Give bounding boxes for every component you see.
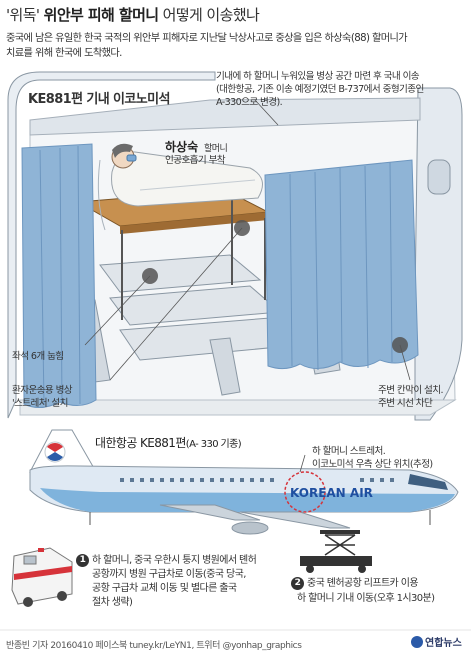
airplane <box>29 429 459 535</box>
step-2-line-2: 하 할머니 기내 이동(오후 1시30분) <box>297 593 435 604</box>
cabin-note-line-3: A-330으로 변경). <box>216 97 283 108</box>
cabin-wall-right <box>414 87 463 421</box>
plane-position-note-line-1: 하 할머니 스트레처. <box>312 446 386 457</box>
step-1-line-3: 공항 구급차 교체 이동 및 별다른 출국 <box>92 583 237 594</box>
plane-position-note: 하 할머니 스트레처. 이코노미석 우측 상단 위치(추정) <box>312 445 433 471</box>
patient-name: 하상숙 <box>165 140 199 154</box>
title-rest: 어떻게 이송했나 <box>162 6 260 24</box>
overhead-bins <box>29 97 421 136</box>
footer-credit: 반종빈 기자 20160410 페이스북 tuney.kr/LeYN1, 트위터… <box>6 641 302 651</box>
step-1-line-4: 절차 생략) <box>92 597 133 608</box>
ambulance-icon <box>11 547 73 607</box>
window <box>427 159 451 195</box>
page-title: '위독' 위안부 피해 할머니 어떻게 이송했나 <box>6 4 260 25</box>
patient-figure <box>97 143 263 231</box>
cabin-title: KE881편 기내 이코노미석 <box>28 92 170 107</box>
step-2-number: 2 <box>291 577 304 590</box>
patient-note: 할머니 <box>204 144 228 154</box>
yonhap-logo-icon <box>411 636 423 648</box>
cabin-floor <box>19 399 457 416</box>
cabin-note-line-1: 기내에 하 할머니 누워있을 병상 공간 마련 후 국내 이송 <box>216 71 420 82</box>
intro-line-2: 치료를 위해 한국에 도착했다. <box>6 48 122 59</box>
plane-title-sub: (A- 330 기종) <box>185 439 242 450</box>
korean-air-livery: KOREAN AIR <box>290 486 373 500</box>
intro-line-1: 중국에 남은 유일한 한국 국적의 위안부 피해자로 지난달 낙상사고로 중상을… <box>6 33 408 44</box>
plane-position-note-line-2: 이코노미석 우측 상단 위치(추정) <box>312 459 433 470</box>
title-quote: '위독' <box>6 6 40 24</box>
curtain-right <box>264 159 419 371</box>
stretcher-label: 환자운송용 병상 '스트레처' 설치 <box>12 384 73 410</box>
patient-ventilator-note: 인공호흡기 부착 <box>165 155 226 166</box>
yonhap-logo-text: 연합뉴스 <box>425 638 462 649</box>
curtain-left <box>21 143 97 408</box>
curtain-label-line-2: 주변 시선 차단 <box>378 398 433 409</box>
intro-text: 중국에 남은 유일한 한국 국적의 위안부 피해자로 지난달 낙상사고로 중상을… <box>6 31 466 61</box>
curtain-label-line-1: 주변 칸막이 설치. <box>378 385 444 396</box>
step-1-line-1: 하 할머니, 중국 우한시 퉁지 병원에서 톈허 <box>92 555 257 566</box>
cabin-note-line-2: (대한항공, 기존 이송 예정기였던 B-737에서 중형기종인 <box>216 84 424 95</box>
lift-car-icon <box>300 530 372 573</box>
stretcher-location-circle <box>284 471 326 513</box>
step-1-number: 1 <box>76 554 89 567</box>
cabin-wall-left <box>7 71 216 419</box>
curtain-label: 주변 칸막이 설치. 주변 시선 차단 <box>378 384 444 410</box>
plane-title: 대한항공 KE881편(A- 330 기종) <box>95 434 242 451</box>
yonhap-logo: 연합뉴스 <box>411 634 462 649</box>
stretcher-label-line-2: '스트레처' 설치 <box>12 398 68 409</box>
cabin-note: 기내에 하 할머니 누워있을 병상 공간 마련 후 국내 이송 (대한항공, 기… <box>216 70 424 109</box>
plane-title-main: 대한항공 KE881편 <box>95 436 186 450</box>
step-2-line-1: 중국 톈허공항 리프트카 이용 <box>307 578 419 589</box>
step-1-line-2: 공항까지 병원 구급차로 이동(중국 당국, <box>92 569 246 580</box>
title-main: 위안부 피해 할머니 <box>43 6 159 24</box>
stretcher-label-line-1: 환자운송용 병상 <box>12 385 73 396</box>
seats-label: 좌석 6개 눕힘 <box>12 351 64 362</box>
